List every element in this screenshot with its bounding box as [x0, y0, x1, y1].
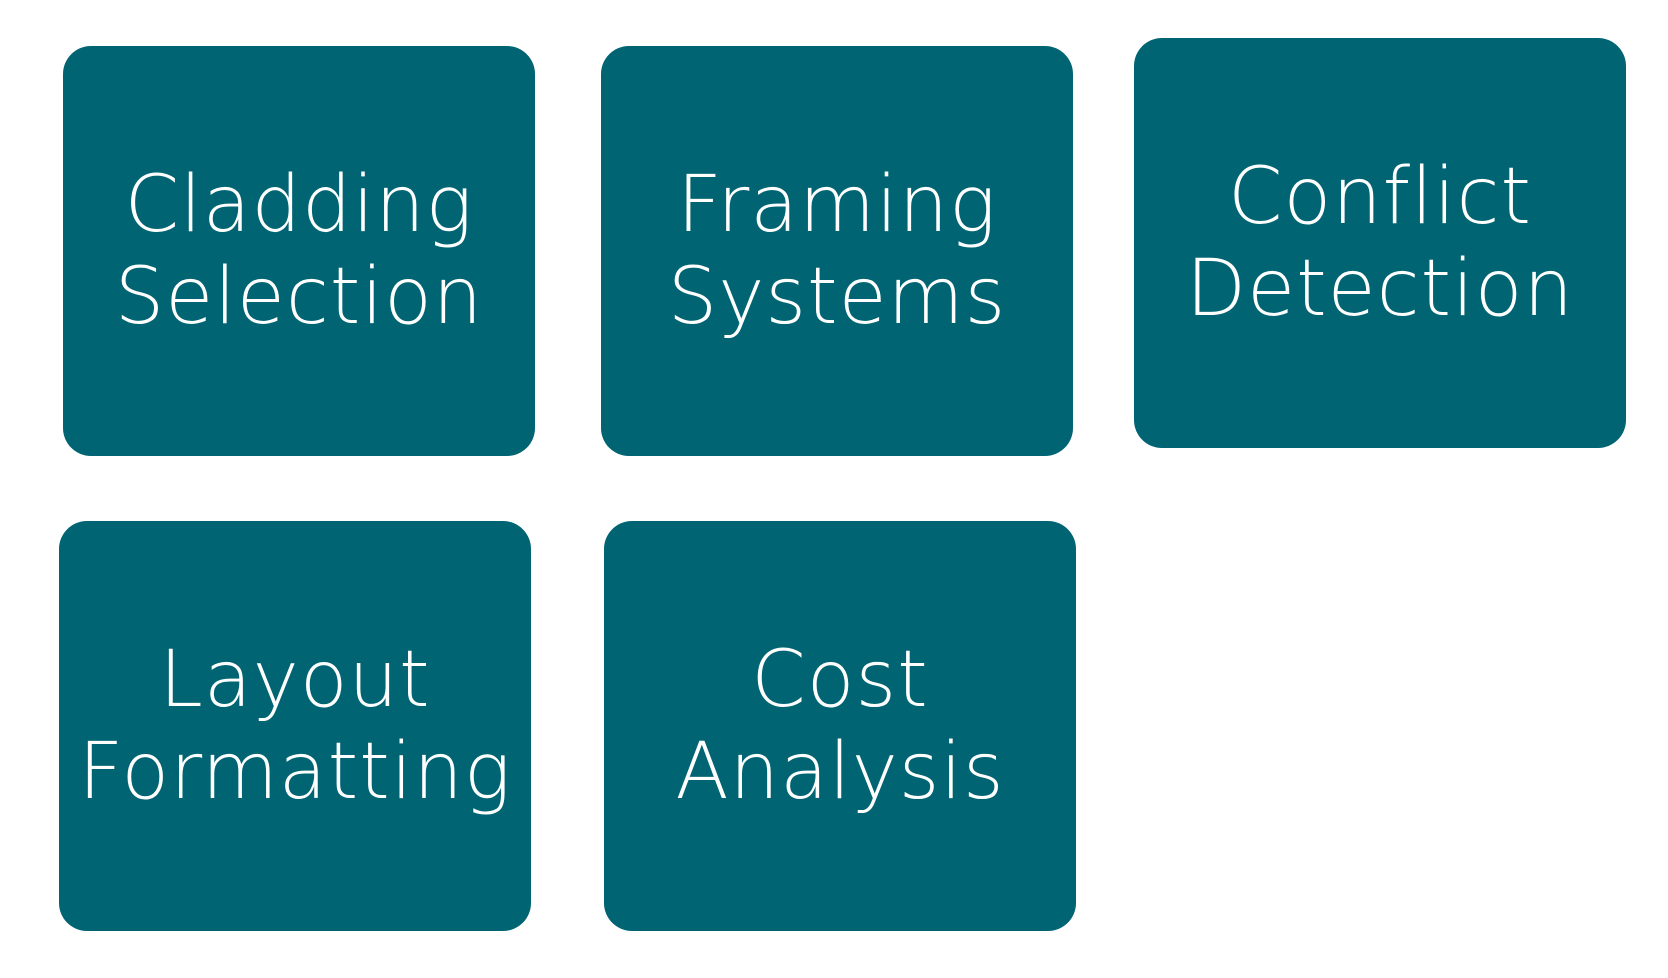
tile-label: Conflict Detection: [1186, 151, 1574, 335]
tile-label-line-2: Formatting: [78, 727, 512, 817]
tile-cladding-selection: Cladding Selection: [63, 46, 535, 456]
tile-label-line-2: Selection: [114, 252, 484, 342]
tile-label-line-1: Cost: [751, 635, 929, 725]
tile-conflict-detection: Conflict Detection: [1134, 38, 1626, 448]
tile-label-line-2: Detection: [1186, 244, 1574, 334]
tile-label-line-1: Conflict: [1228, 152, 1532, 242]
tile-label-line-1: Framing: [677, 160, 997, 250]
tile-label-line-1: Cladding: [124, 160, 474, 250]
tile-label: Layout Formatting: [78, 634, 511, 818]
tile-label-line-2: Systems: [667, 252, 1007, 342]
tile-label: Cladding Selection: [115, 159, 483, 343]
tile-layout-formatting: Layout Formatting: [59, 521, 531, 931]
tile-label-line-2: Analysis: [675, 727, 1005, 817]
tile-cost-analysis: Cost Analysis: [604, 521, 1076, 931]
tile-framing-systems: Framing Systems: [601, 46, 1073, 456]
tile-label-line-1: Layout: [159, 635, 431, 725]
tile-label: Framing Systems: [668, 159, 1007, 343]
tile-label: Cost Analysis: [675, 634, 1004, 818]
